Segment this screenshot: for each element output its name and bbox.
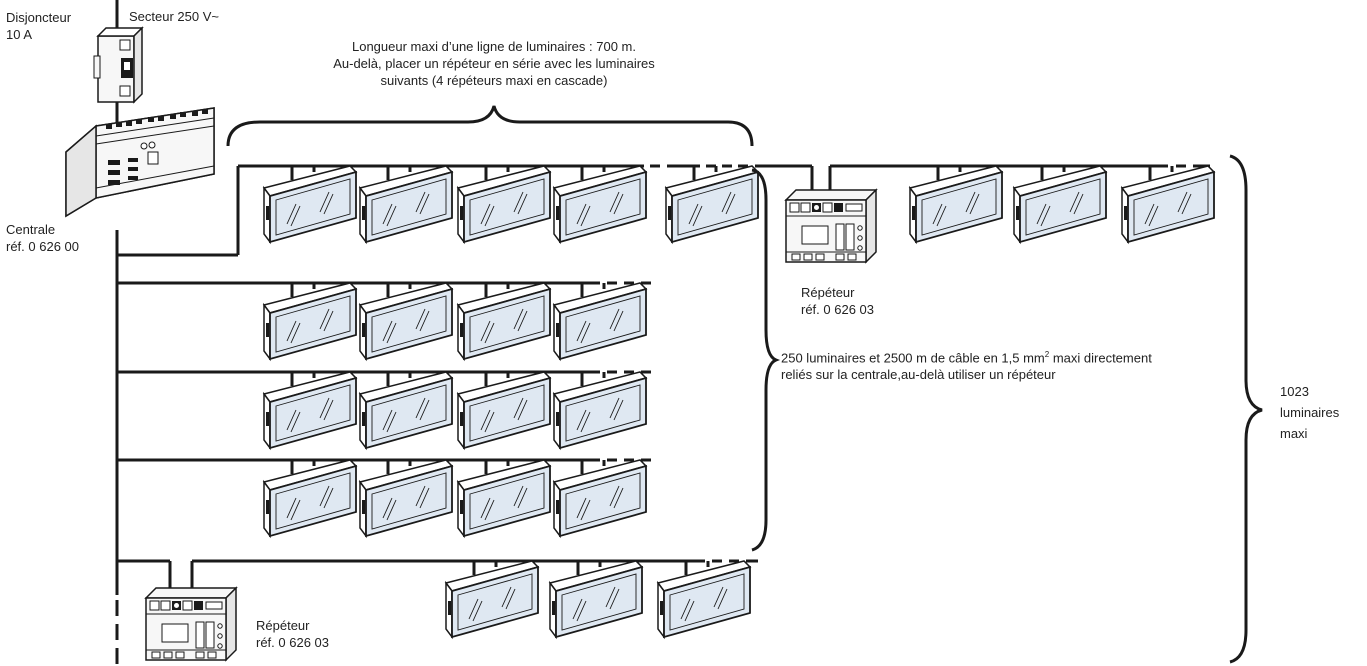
luminaires-row-4 [262,458,648,538]
luminaire [656,559,752,639]
luminaire [552,370,648,450]
direct-connection-note-1a: 250 luminaires et 2500 m de câble en 1,5… [781,350,1045,366]
mains-label: Secteur 250 V~ [129,9,219,24]
central-unit [65,107,215,218]
luminaire [1012,164,1108,244]
luminaires-row-repeater-top [908,164,1216,244]
luminaire [262,370,358,450]
luminaire [358,370,454,450]
luminaire [456,281,552,361]
central-label: Centrale réf. 0 626 00 [6,221,79,255]
line-length-note: Longueur maxi d’une ligne de luminaires … [254,38,734,89]
luminaire [664,164,760,244]
brace-top [226,105,754,147]
luminaire [262,458,358,538]
branch-line-bottom [117,559,758,590]
line-length-note-3: suivants (4 répéteurs maxi en cascade) [380,73,608,88]
luminaire [358,458,454,538]
brace-right [1229,154,1263,664]
repeater-top-label: Répéteur réf. 0 626 03 [801,284,874,318]
luminaire [444,559,540,639]
repeater-top-label-line2: réf. 0 626 03 [801,302,874,317]
luminaire [552,281,648,361]
direct-connection-note-line1: 250 luminaires et 2500 m de câble en 1,5… [781,346,1152,366]
luminaires-row-2 [262,281,648,361]
repeater-bottom-label-line2: réf. 0 626 03 [256,635,329,650]
central-label-line1: Centrale [6,222,56,237]
breaker-label-line2: 10 A [6,27,33,42]
luminaire [456,164,552,244]
total-capacity-line1: 1023 [1280,384,1309,399]
luminaire [262,164,358,244]
branch-line-1 [238,164,814,190]
total-capacity-line2: luminaires [1280,405,1340,420]
repeater-top-label-line1: Répéteur [801,285,855,300]
luminaire [456,370,552,450]
luminaire [358,281,454,361]
repeater-bottom [145,587,237,661]
breaker-label-line1: Disjoncteur [6,10,72,25]
line-length-note-1: Longueur maxi d’une ligne de luminaires … [351,39,636,54]
direct-connection-note-1b: maxi directement [1049,350,1152,366]
breaker-device [93,26,144,104]
luminaires-row-bottom [444,559,752,639]
luminaires-row-3 [262,370,648,450]
repeater-bottom-label: Répéteur réf. 0 626 03 [256,617,329,651]
breaker-label: Disjoncteur 10 A [6,9,71,43]
direct-connection-note: 250 luminaires et 2500 m de câble en 1,5… [781,346,1152,383]
luminaire [552,164,648,244]
luminaires-row-1 [262,164,760,244]
line-length-note-2: Au-delà, placer un répéteur en série ave… [333,56,655,71]
luminaire [908,164,1004,244]
luminaire [358,164,454,244]
luminaire [1120,164,1216,244]
direct-connection-note-line2: reliés sur la centrale,au-delà utiliser … [781,367,1056,383]
luminaire [548,559,644,639]
superscript-2: 2 [1044,350,1050,359]
repeater-top [785,189,877,263]
luminaire [456,458,552,538]
trunk-lines [115,0,240,595]
luminaire [262,281,358,361]
repeater-bottom-label-line1: Répéteur [256,618,310,633]
central-label-line2: réf. 0 626 00 [6,239,79,254]
total-capacity-line3: maxi [1280,426,1308,441]
total-capacity-label: 1023 luminaires maxi [1280,381,1339,444]
luminaire [552,458,648,538]
brace-middle [751,168,781,552]
branch-line-repeater-top [828,164,1210,192]
